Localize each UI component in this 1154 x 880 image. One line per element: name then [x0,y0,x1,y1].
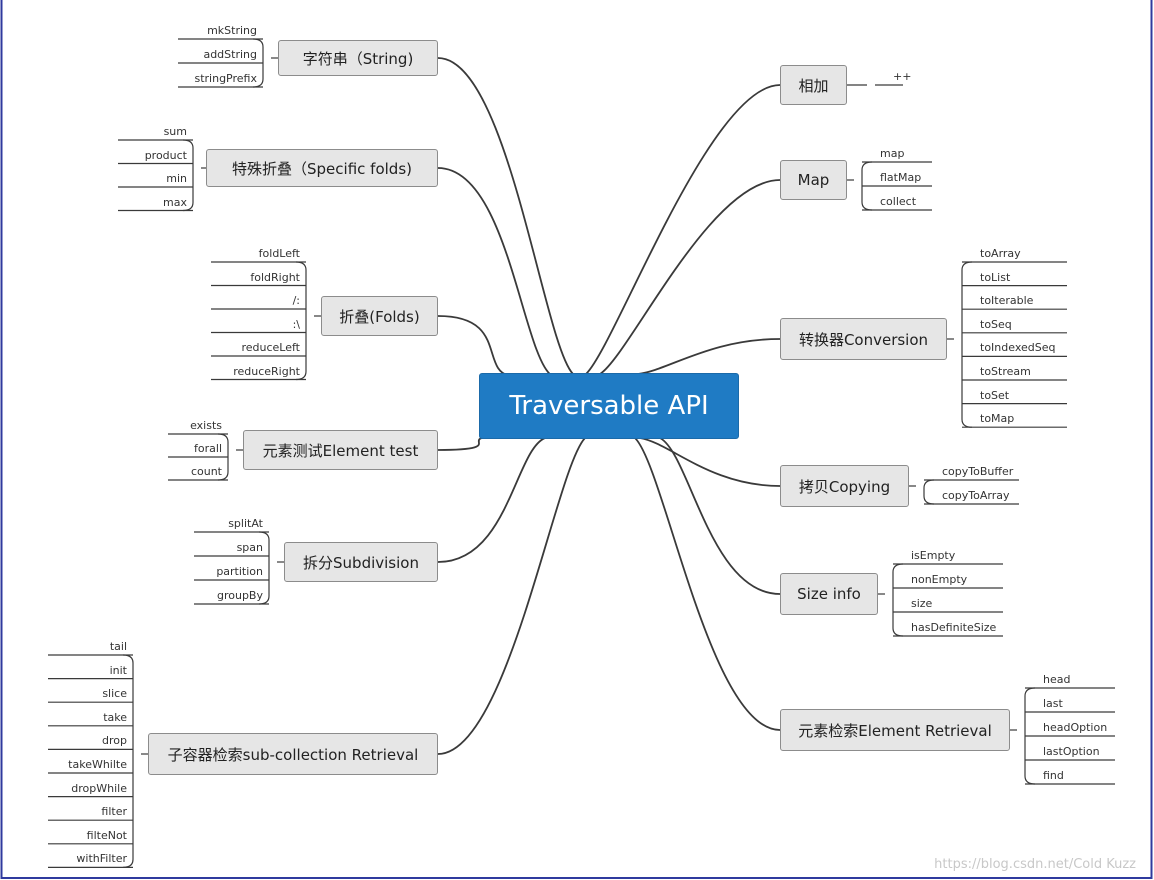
leaf-left-3-0[interactable]: exists [190,419,222,432]
leaf-right-4-3[interactable]: hasDefiniteSize [911,621,997,634]
leaf-left-0-1[interactable]: addString [203,48,257,61]
branch-subdivision[interactable]: 拆分Subdivision [284,542,438,582]
leaf-right-2-3[interactable]: toSeq [980,317,1012,331]
leaf-left-1-2[interactable]: min [166,172,187,185]
branch-element-test[interactable]: 元素测试Element test [243,430,438,470]
leaf-right-1-0[interactable]: map [880,147,905,160]
leaf-spine-left-4 [258,531,270,605]
leaf-left-4-0[interactable]: splitAt [228,517,263,530]
leaf-left-4-3[interactable]: groupBy [216,589,263,602]
leaf-left-3-2[interactable]: count [190,465,222,478]
leaf-left-2-5[interactable]: reduceRight [233,364,300,378]
branch-element-retrieval[interactable]: 元素检索Element Retrieval [780,709,1010,751]
branch-specific-folds[interactable]: 特殊折叠（Specific folds) [206,149,438,187]
leaf-left-5-1[interactable]: init [109,663,127,677]
leaf-spine-right-3 [923,479,935,505]
leaf-right-2-1[interactable]: toList [980,270,1011,284]
leaf-right-5-2[interactable]: headOption [1043,721,1108,734]
leaf-spine-left-5 [122,654,134,868]
leaf-right-3-1[interactable]: copyToArray [942,489,1010,502]
branch-sub-collection-retrieval[interactable]: 子容器检索sub-collection Retrieval [148,733,438,775]
leaf-right-5-1[interactable]: last [1043,697,1063,710]
trunk-line-right-0 [585,84,781,375]
leaf-right-2-4[interactable]: toIndexedSeq [980,341,1056,355]
leaf-left-5-4[interactable]: drop [102,734,127,748]
leaf-left-2-4[interactable]: reduceLeft [241,341,300,354]
leaf-left-0-2[interactable]: stringPrefix [194,72,257,85]
trunk-line-right-5 [634,437,781,731]
trunk-line-right-1 [599,179,781,375]
trunk-line-left-1 [437,167,553,377]
leaf-left-1-0[interactable]: sum [163,125,187,138]
branch-add[interactable]: 相加 [780,65,847,105]
leaf-left-2-2[interactable]: /: [292,294,300,307]
leaf-right-1-2[interactable]: collect [880,195,917,208]
leaf-right-4-2[interactable]: size [911,597,933,610]
leaf-right-2-7[interactable]: toMap [980,412,1015,426]
leaf-left-5-2[interactable]: slice [102,687,127,701]
leaf-right-5-3[interactable]: lastOption [1043,745,1100,758]
trunk-line-left-0 [437,57,574,375]
leaf-spine-left-1 [182,139,194,212]
leaf-right-2-5[interactable]: toStream [980,365,1031,378]
leaf-left-5-5[interactable]: takeWhilte [68,758,127,771]
branch-string[interactable]: 字符串（String) [278,40,438,76]
leaf-left-3-1[interactable]: forall [194,442,222,455]
watermark: https://blog.csdn.net/Cold Kuzz [934,857,1136,872]
leaf-spine-right-2 [961,261,973,428]
leaf-left-2-1[interactable]: foldRight [250,270,300,284]
leaf-left-5-8[interactable]: filteNot [86,828,127,842]
leaf-right-3-0[interactable]: copyToBuffer [942,465,1014,478]
leaf-right-4-0[interactable]: isEmpty [911,549,956,562]
leaf-left-1-3[interactable]: max [163,195,187,209]
leaf-left-2-3[interactable]: :\ [292,317,300,331]
branch-folds[interactable]: 折叠(Folds) [321,296,438,336]
branch-conversion[interactable]: 转换器Conversion [780,318,947,360]
leaf-left-1-1[interactable]: product [144,148,187,162]
trunk-line-left-4 [437,437,546,563]
root-node[interactable]: Traversable API [479,373,739,439]
branch-size-info[interactable]: Size info [780,573,878,615]
leaf-left-4-1[interactable]: span [236,541,263,554]
leaf-spine-right-4 [892,563,904,637]
leaf-left-4-2[interactable]: partition [216,565,263,578]
trunk-line-right-3 [639,437,781,487]
trunk-line-left-2 [437,315,511,377]
leaf-right-2-6[interactable]: toSet [980,388,1010,402]
leaf-right-1-1[interactable]: flatMap [880,171,922,184]
leaf-right-0-0[interactable]: ++ [893,70,912,83]
leaf-right-2-0[interactable]: toArray [980,247,1021,260]
leaf-right-5-4[interactable]: find [1043,769,1064,782]
leaf-left-5-9[interactable]: withFilter [76,852,127,866]
leaf-left-0-0[interactable]: mkString [207,24,257,37]
leaf-right-2-2[interactable]: toIterable [980,294,1034,308]
leaf-spine-left-2 [295,261,307,381]
leaf-left-2-0[interactable]: foldLeft [258,247,300,260]
trunk-line-left-5 [437,437,586,755]
leaf-right-4-1[interactable]: nonEmpty [911,573,968,586]
branch-copying[interactable]: 拷贝Copying [780,465,909,507]
leaf-left-5-0[interactable]: tail [109,640,127,653]
trunk-line-right-4 [659,437,781,595]
leaf-left-5-6[interactable]: dropWhile [71,781,127,795]
leaf-right-5-0[interactable]: head [1043,673,1071,686]
leaf-left-5-3[interactable]: take [103,710,127,724]
trunk-line-right-2 [637,338,781,375]
leaf-left-5-7[interactable]: filter [101,805,127,819]
branch-map[interactable]: Map [780,160,847,200]
